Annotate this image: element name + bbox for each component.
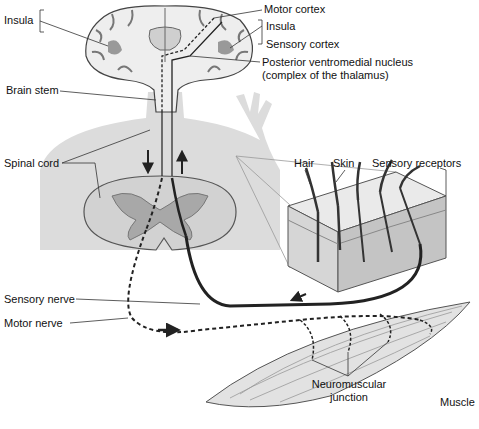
part-label: Hair: [294, 157, 314, 170]
sensory-pathway: [172, 22, 222, 112]
part-label: Motor cortex: [264, 3, 325, 16]
midline-fissure: [165, 8, 166, 62]
sensory-neuron: [172, 178, 186, 236]
leader-line: [305, 168, 446, 196]
skin-layer: [288, 210, 446, 244]
part-label: Brain stem: [6, 84, 59, 97]
motor-arrow: [158, 329, 178, 332]
motor-nerve: [128, 230, 420, 332]
sensory-nerve: [186, 236, 421, 306]
receptor-fibers: [358, 188, 420, 262]
sensory-arrow: [292, 294, 306, 300]
skin-front: [288, 206, 338, 292]
leader-bracket: [230, 20, 262, 48]
cord-tract: [162, 112, 172, 176]
gray-matter: [112, 193, 208, 240]
skin-side: [338, 196, 446, 292]
part-label: Skin: [333, 157, 354, 170]
part-label: Sensory nerve: [4, 293, 75, 306]
part-label: Muscle: [440, 396, 475, 409]
leader-line: [70, 318, 128, 323]
body-silhouette: [40, 92, 280, 250]
descending-arrow: [147, 150, 149, 172]
cortex-folds: [92, 10, 248, 72]
leader-line: [62, 130, 150, 198]
spinal-cord-section: [84, 176, 236, 250]
leader-line: [312, 342, 388, 376]
motor-pathway: [162, 18, 214, 112]
part-label: Insula: [266, 20, 295, 33]
hair-fibers: [306, 160, 420, 262]
leader-line: [76, 299, 200, 304]
insula-bracket: [40, 10, 108, 46]
ascending-arrow: [181, 152, 183, 174]
leader-line: [60, 91, 156, 100]
motor-branches: [300, 314, 432, 360]
part-label: Neuromuscular junction: [306, 378, 392, 404]
part-label: Spinal cord: [4, 157, 59, 170]
part-label: Motor nerve: [4, 317, 63, 330]
motor-neuron: [146, 178, 162, 230]
part-label: Posterior ventromedial nucleus (complex …: [262, 56, 432, 82]
part-label: Insula: [4, 14, 33, 27]
leader-line: [214, 10, 262, 18]
part-label: Sensory receptors: [372, 157, 461, 170]
part-label: Sensory cortex: [266, 38, 339, 51]
leader-line: [190, 56, 260, 62]
